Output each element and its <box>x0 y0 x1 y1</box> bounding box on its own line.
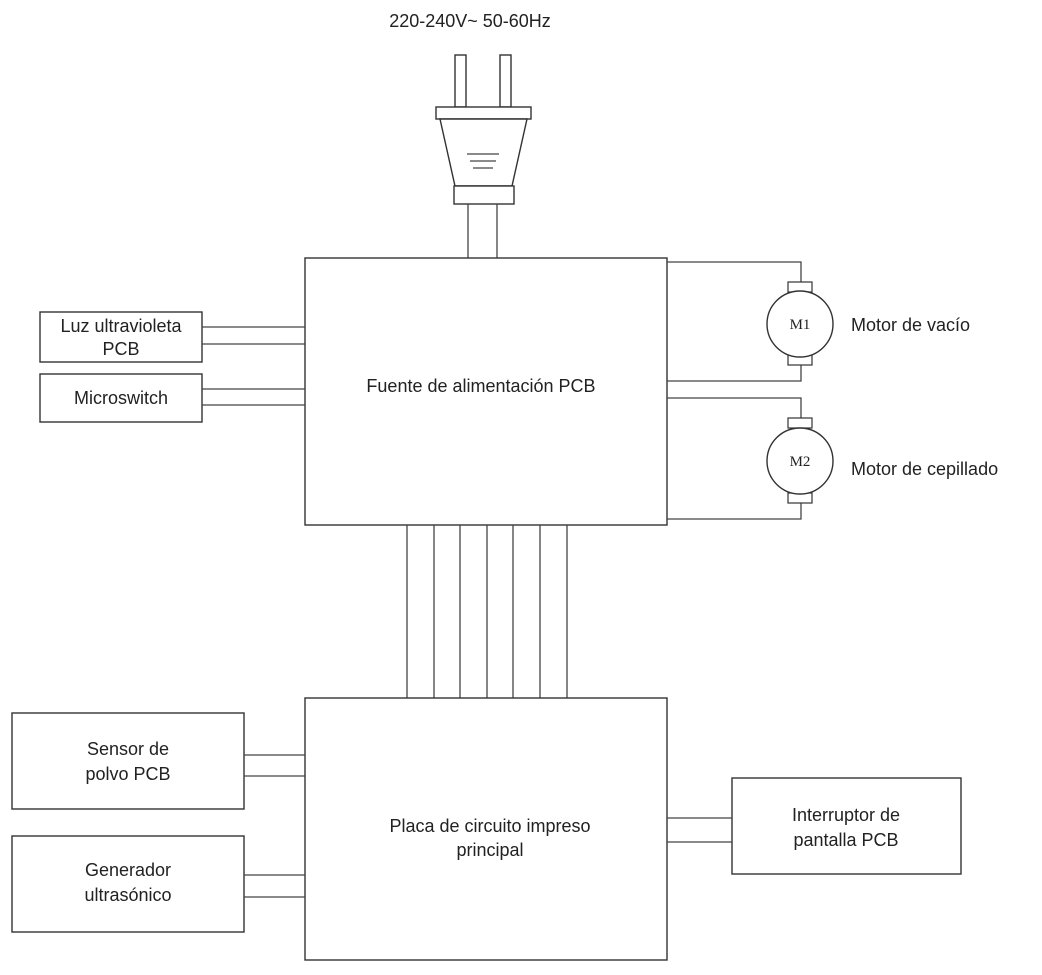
uv-light-label-line2: PCB <box>102 339 139 359</box>
microswitch-label: Microswitch <box>74 388 168 408</box>
ultrasonic-label-line2: ultrasónico <box>84 885 171 905</box>
motor-brush-label: Motor de cepillado <box>851 459 998 479</box>
dust-sensor-pcb-block: Sensor de polvo PCB <box>11 712 305 810</box>
display-switch-label-line1: Interruptor de <box>792 805 900 825</box>
power-supply-pcb-block: Fuente de alimentación PCB <box>304 257 668 526</box>
dust-sensor-label-line2: polvo PCB <box>85 764 170 784</box>
uv-light-pcb-block: Luz ultravioleta PCB <box>39 311 305 363</box>
ultrasonic-label-line1: Generador <box>85 860 171 880</box>
microswitch-block: Microswitch <box>39 373 305 423</box>
motor-m1-symbol: M1 <box>790 317 811 333</box>
dust-sensor-label-line1: Sensor de <box>87 739 169 759</box>
ultrasonic-generator-block: Generador ultrasónico <box>11 835 305 933</box>
motor-brush: M2 Motor de cepillado <box>667 397 998 520</box>
bus-wires <box>406 525 568 698</box>
plug-icon <box>435 54 532 258</box>
supply-label: 220-240V~ 50-60Hz <box>389 11 551 31</box>
main-pcb-block: Placa de circuito impreso principal <box>304 697 668 961</box>
motor-m2-symbol: M2 <box>790 454 811 470</box>
motor-vacuum: M1 Motor de vacío <box>667 261 970 382</box>
display-switch-pcb-block: Interruptor de pantalla PCB <box>667 777 962 875</box>
main-pcb-label-line1: Placa de circuito impreso <box>389 816 590 836</box>
power-supply-pcb-label: Fuente de alimentación PCB <box>366 376 595 396</box>
motor-m2-icon <box>766 427 834 495</box>
display-switch-label-line2: pantalla PCB <box>793 830 898 850</box>
motor-vacuum-label: Motor de vacío <box>851 315 970 335</box>
main-pcb-label-line2: principal <box>456 840 523 860</box>
uv-light-label-line1: Luz ultravioleta <box>60 316 182 336</box>
motor-m1-icon <box>766 290 834 358</box>
